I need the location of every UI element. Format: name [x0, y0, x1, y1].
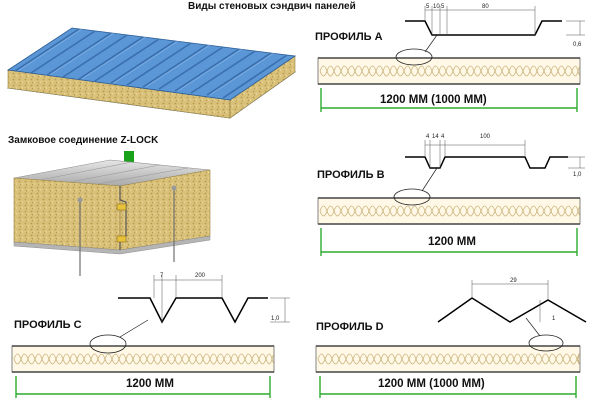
profile-d-label: ПРОФИЛЬ D — [316, 321, 384, 333]
profile-d-panel — [315, 345, 581, 373]
profile-a-dim-5: 0,6 — [573, 42, 582, 48]
profile-b-dim-5: 1,0 — [573, 172, 582, 178]
profile-d-insulation-waves — [317, 353, 580, 365]
profile-a-panel — [317, 57, 581, 85]
profile-a-dim-1: 5 — [426, 4, 430, 10]
zlock-clip-upper — [116, 203, 127, 211]
profile-c-width-dimension — [15, 376, 271, 398]
profile-a-shape — [405, 20, 562, 36]
profile-b-panel — [317, 197, 581, 225]
profile-b-label: ПРОФИЛЬ В — [317, 169, 385, 181]
zlock-clip-lower — [116, 235, 127, 243]
profile-c-insulation-waves — [13, 353, 275, 365]
profile-c-callout — [89, 334, 127, 354]
profile-b-insulation-waves — [319, 205, 581, 217]
profile-a-width-dimension — [320, 88, 578, 112]
profile-a-width-label: 1200 ММ (1000 ММ) — [380, 94, 487, 106]
panel-ribs — [14, 28, 288, 99]
panel-rib-highlights — [17, 28, 275, 96]
profile-c-dim-2: 200 — [195, 273, 206, 279]
profile-b-dim-2: 14 — [432, 134, 439, 140]
diagram-title: Виды стеновых сэндвич панелей — [188, 1, 356, 12]
profile-c-shape — [118, 297, 268, 324]
profile-c-dim-1: 7 — [160, 273, 164, 279]
profile-a-dim-2: 10 — [433, 4, 440, 10]
profile-a-callout — [395, 48, 433, 66]
profile-c-label: ПРОФИЛЬ С — [14, 319, 82, 331]
zlock-core-left — [13, 177, 121, 251]
zlock-screws — [79, 188, 175, 276]
profile-b-width-dimension — [320, 228, 578, 256]
profile-a-dim-4: 80 — [482, 4, 489, 10]
profile-b-shape — [405, 156, 568, 169]
profile-b: ПРОФИЛЬ В 4 14 4 100 1,0 1200 ММ — [317, 134, 585, 256]
profile-b-width-label: 1200 ММ — [428, 236, 476, 248]
sandwich-panel-3d — [6, 27, 297, 119]
profile-c: ПРОФИЛЬ С 7 200 1,0 1200 ММ — [11, 273, 290, 398]
profile-a-insulation-waves — [319, 65, 581, 77]
profile-d-shape — [437, 297, 587, 323]
profile-b-dim-1: 4 — [426, 134, 430, 140]
profile-a-dim-3: 5 — [441, 4, 445, 10]
panel-top-skin — [6, 27, 297, 101]
profile-d-callout — [528, 334, 564, 352]
profile-c-panel — [11, 345, 275, 373]
profile-d-dim-1: 29 — [510, 278, 517, 284]
profile-d-dim-2: 1 — [552, 316, 556, 322]
profile-c-dim-3: 1,0 — [271, 316, 280, 322]
profile-a: ПРОФИЛЬ А 5 10 5 80 0,6 — [315, 4, 585, 112]
profile-d: ПРОФИЛЬ D 29 1 1200 ММ (1000 ММ) — [315, 278, 587, 398]
zlock-joint-view — [13, 159, 211, 276]
profile-d-width-label: 1200 ММ (1000 ММ) — [378, 378, 485, 390]
profile-b-dim-3: 4 — [441, 134, 445, 140]
profile-c-width-label: 1200 ММ — [126, 378, 174, 390]
profile-d-width-dimension — [319, 376, 577, 398]
profile-b-callout — [393, 188, 431, 206]
profile-b-dim-4: 100 — [480, 134, 491, 140]
zlock-label: Замковое соединение Z-LOCK — [8, 135, 159, 146]
profile-a-label: ПРОФИЛЬ А — [315, 31, 383, 43]
